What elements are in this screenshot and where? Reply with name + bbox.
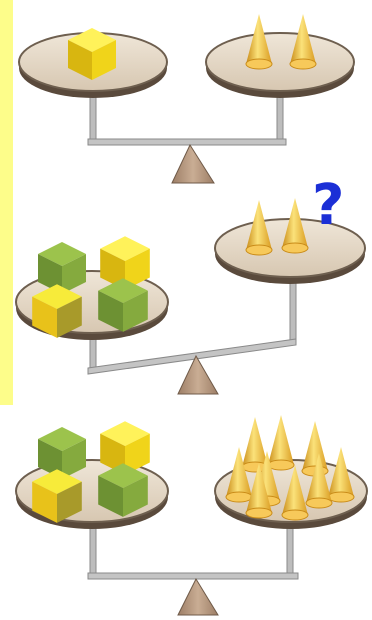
scale-1-stand xyxy=(87,84,287,184)
scale-3-stand xyxy=(87,504,299,616)
gold-cone xyxy=(267,414,295,471)
left-yellow-strip xyxy=(0,0,13,405)
gold-cone xyxy=(301,420,329,477)
question-mark: ? xyxy=(312,173,345,238)
scale-1 xyxy=(0,0,372,190)
scale-2 xyxy=(0,190,372,405)
scale-1-right-plate xyxy=(205,32,355,98)
scale-3 xyxy=(0,405,372,620)
